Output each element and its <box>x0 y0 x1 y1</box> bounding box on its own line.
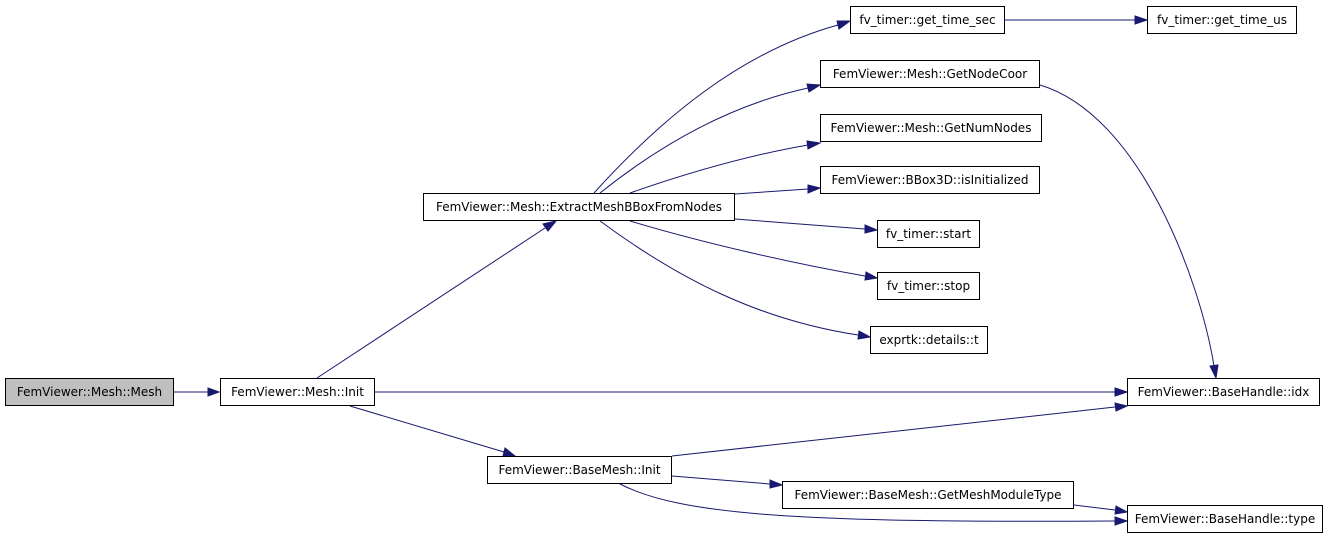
arrowhead-icon <box>806 83 822 93</box>
arrowhead-icon <box>836 20 852 30</box>
node-get-time-us[interactable]: fv_timer::get_time_us <box>1147 6 1297 34</box>
arrowhead-icon <box>207 387 221 397</box>
arrowhead-icon <box>807 184 822 194</box>
arrowhead-icon <box>1114 505 1129 515</box>
arrowhead-icon <box>502 447 517 457</box>
edge-basemesh-init-to-basehandle-type <box>619 483 1116 522</box>
edge-extract-bbox-to-get-node-coor <box>599 87 809 194</box>
node-basehandle-idx[interactable]: FemViewer::BaseHandle::idx <box>1127 378 1320 406</box>
arrowhead-icon <box>1114 516 1129 526</box>
arrowhead-icon <box>1114 387 1129 397</box>
node-mesh-mesh: FemViewer::Mesh::Mesh <box>5 378 174 406</box>
edge-basemesh-init-to-get-mesh-module-type <box>671 475 771 485</box>
node-basemesh-init[interactable]: FemViewer::BaseMesh::Init <box>487 456 672 484</box>
edge-extract-bbox-to-exprtk-t <box>599 220 859 336</box>
edge-basemesh-init-to-basehandle-idx <box>671 406 1116 457</box>
arrowhead-icon <box>864 224 879 234</box>
node-mesh-init[interactable]: FemViewer::Mesh::Init <box>220 378 375 406</box>
node-basehandle-type[interactable]: FemViewer::BaseHandle::type <box>1127 505 1323 533</box>
arrowhead-icon <box>542 220 558 232</box>
edge-extract-bbox-to-bbox-initialized <box>734 188 809 195</box>
node-get-mesh-module-type[interactable]: FemViewer::BaseMesh::GetMeshModuleType <box>782 481 1074 509</box>
edge-get-mesh-module-type-to-basehandle-type <box>1073 504 1116 511</box>
edge-extract-bbox-to-timer-start <box>734 218 866 230</box>
arrowhead-icon <box>806 140 822 150</box>
arrowhead-icon <box>1134 15 1149 25</box>
node-get-node-coor[interactable]: FemViewer::Mesh::GetNodeCoor <box>820 60 1040 88</box>
edge-extract-bbox-to-get-num-nodes <box>629 144 809 194</box>
edge-extract-bbox-to-timer-stop <box>629 220 866 277</box>
node-extract-mesh-bbox-from-nodes[interactable]: FemViewer::Mesh::ExtractMeshBBoxFromNode… <box>423 193 735 221</box>
edge-get-node-coor-to-basehandle-idx <box>1039 84 1215 367</box>
edge-extract-bbox-to-get-time-sec <box>593 24 839 194</box>
arrowhead-icon <box>1114 402 1129 412</box>
edge-mesh-init-to-extract-bbox <box>316 227 546 379</box>
edge-mesh-init-to-basemesh-init <box>349 405 505 453</box>
node-exprtk-details-t[interactable]: exprtk::details::t <box>870 326 988 354</box>
node-timer-stop[interactable]: fv_timer::stop <box>877 272 980 300</box>
node-bbox3d-is-initialized[interactable]: FemViewer::BBox3D::isInitialized <box>820 166 1040 194</box>
arrowhead-icon <box>1209 364 1219 380</box>
arrowhead-icon <box>769 479 784 489</box>
arrowhead-icon <box>857 330 872 340</box>
node-get-num-nodes[interactable]: FemViewer::Mesh::GetNumNodes <box>820 114 1042 142</box>
node-timer-start[interactable]: fv_timer::start <box>877 220 980 248</box>
node-get-time-sec[interactable]: fv_timer::get_time_sec <box>850 6 1005 34</box>
arrowhead-icon <box>864 271 879 281</box>
